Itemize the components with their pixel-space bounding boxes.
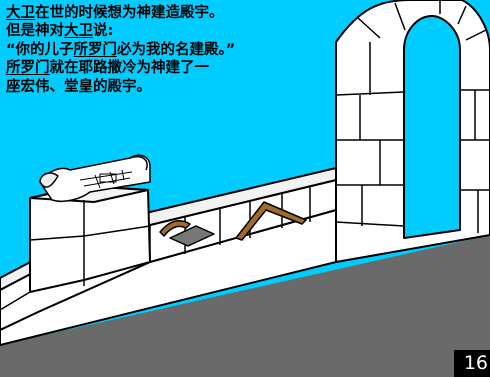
- name-david: 大卫: [6, 5, 35, 21]
- caption-line: 大卫在世的时候想为神建造殿宇。: [6, 4, 336, 22]
- caption-text: 就在耶路撒冷为神建了一: [49, 60, 210, 77]
- name-solomon: 所罗门: [6, 60, 50, 77]
- caption-line: 所罗门就在耶路撒冷为神建了一: [6, 59, 336, 77]
- square-tool: [235, 201, 307, 241]
- caption-text: 必为我的名建殿。”: [117, 41, 236, 58]
- blueprint-scroll: [39, 154, 151, 203]
- story-caption: 大卫在世的时候想为神建造殿宇。 但是神对大卫说: “你的儿子所罗门必为我的名建殿…: [6, 4, 336, 96]
- name-david: 大卫: [64, 23, 93, 40]
- caption-line: 但是神对大卫说:: [6, 22, 336, 40]
- caption-text: 座宏伟、堂皇的殿宇。: [6, 78, 151, 95]
- caption-text: 但是神对: [6, 23, 64, 40]
- name-solomon: 所罗门: [73, 41, 118, 58]
- caption-text: “你的儿子: [6, 41, 74, 58]
- trowel-tool: [159, 219, 215, 247]
- caption-line: “你的儿子所罗门必为我的名建殿。”: [6, 41, 336, 59]
- caption-text: 说:: [93, 23, 114, 40]
- caption-line: 座宏伟、堂皇的殿宇。: [6, 78, 336, 96]
- page-number: 16: [454, 350, 490, 377]
- stone-arch: [335, 0, 490, 263]
- ground: [0, 235, 490, 377]
- caption-text: 在世的时候想为神建造殿宇。: [35, 5, 224, 21]
